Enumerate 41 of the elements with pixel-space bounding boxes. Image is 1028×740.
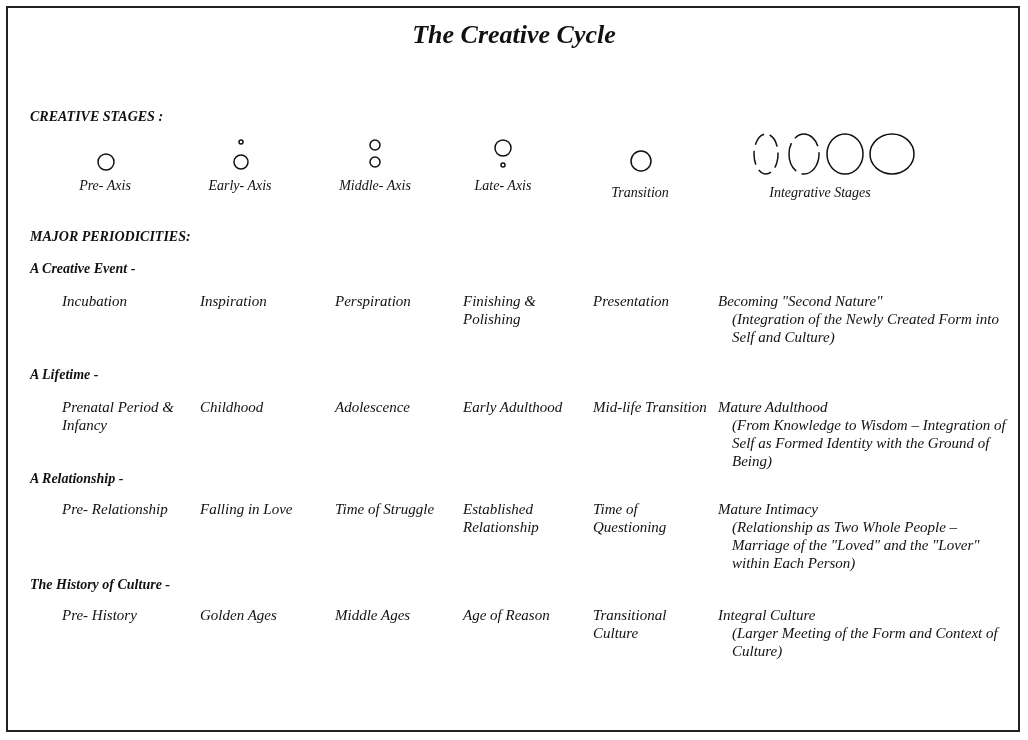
table-text: (From Knowledge to Wisdom – Integration of Self as Formed Identity with the Ground of Being) xyxy=(732,416,1009,470)
table-text: Mature Intimacy xyxy=(718,500,819,518)
table-text: Mature Adulthood xyxy=(718,398,829,416)
stage-label: Pre- Axis xyxy=(78,178,132,194)
title: The Creative Cycle xyxy=(411,20,617,50)
table-text: Prenatal Period & Infancy xyxy=(62,398,175,434)
heading: CREATIVE STAGES : xyxy=(30,108,165,126)
stage-label: Integrative Stages xyxy=(768,185,872,201)
table-text: Inspiration xyxy=(200,292,268,310)
heading: The History of Culture - xyxy=(30,576,171,594)
table-text: Time of Questioning xyxy=(593,500,668,536)
table-text: Finishing & Polishing xyxy=(463,292,537,328)
heading: MAJOR PERIODICITIES: xyxy=(30,228,192,246)
table-text: Age of Reason xyxy=(463,606,551,624)
heading: A Relationship - xyxy=(30,470,125,488)
table-text: Falling in Love xyxy=(200,500,294,518)
table-text: Childhood xyxy=(200,398,265,416)
table-text: Pre- History xyxy=(62,606,138,624)
stage-label: Middle- Axis xyxy=(338,178,412,194)
table-text: Middle Ages xyxy=(335,606,412,624)
table-text: Golden Ages xyxy=(200,606,278,624)
table-text: Perspiration xyxy=(335,292,412,310)
table-text: (Integration of the Newly Created Form into Self and Culture) xyxy=(732,310,1000,346)
table-text: (Larger Meeting of the Form and Context of Culture) xyxy=(732,624,1001,660)
heading: A Lifetime - xyxy=(30,366,100,384)
table-text: Mid-life Transition xyxy=(593,398,708,416)
stage-label: Late- Axis xyxy=(473,178,533,194)
table-text: Established Relationship xyxy=(463,500,540,536)
stage-label: Transition xyxy=(610,185,670,201)
stage-label: Early- Axis xyxy=(207,178,273,194)
table-text: Integral Culture xyxy=(718,606,817,624)
table-text: Pre- Relationship xyxy=(62,500,169,518)
table-text: Transitional Culture xyxy=(593,606,668,642)
table-text: (Relationship as Two Whole People – Marriage of the "Loved" and the "Lover" within Each Person) xyxy=(732,518,981,572)
table-text: Time of Struggle xyxy=(335,500,436,518)
table-text: Becoming "Second Nature" xyxy=(718,292,884,310)
table-text: Incubation xyxy=(62,292,128,310)
table-text: Early Adulthood xyxy=(463,398,564,416)
heading: A Creative Event - xyxy=(30,260,137,278)
table-text: Presentation xyxy=(593,292,671,310)
table-text: Adolescence xyxy=(335,398,411,416)
